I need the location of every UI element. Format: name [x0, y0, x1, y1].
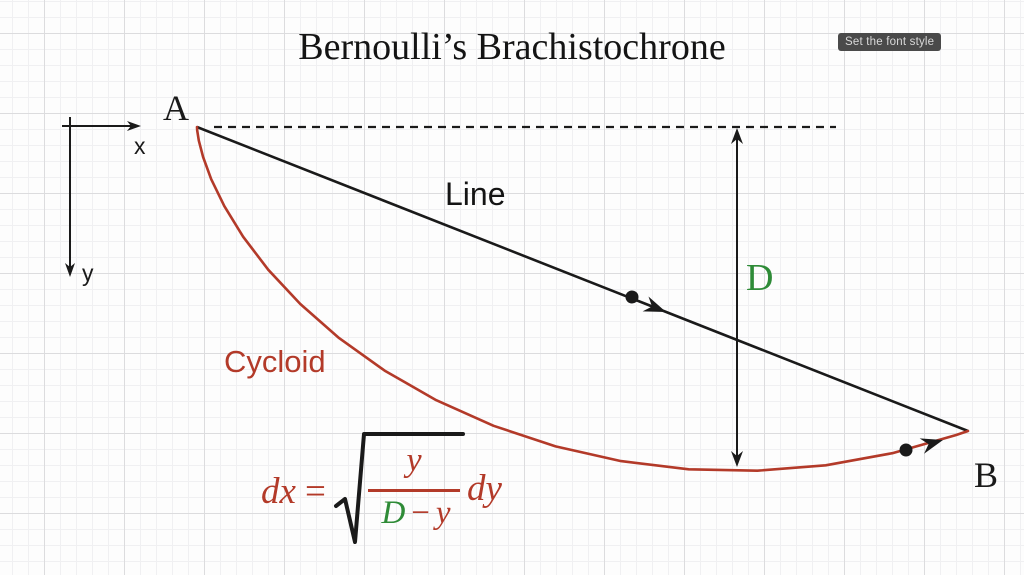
formula-den-y: y	[435, 495, 451, 531]
formula-equals: =	[304, 471, 326, 512]
formula-dx: dx	[261, 471, 296, 512]
depth-arrowhead-up	[731, 128, 743, 144]
formula-numerator: y	[406, 442, 422, 479]
line-direction-arrowhead	[642, 296, 666, 312]
formula-fraction-bar	[368, 489, 460, 492]
depth-arrowhead-down	[731, 451, 743, 467]
line-label: Line	[445, 176, 506, 212]
x-axis-label: x	[134, 133, 146, 159]
formula-denominator: D − y	[366, 495, 466, 532]
line-particle-dot	[625, 290, 639, 304]
x-axis-arrowhead	[127, 121, 141, 131]
radical-sign	[334, 432, 465, 544]
cycloid-direction-arrowhead	[919, 438, 943, 454]
font-style-tooltip: Set the font style	[838, 33, 942, 51]
cycloid-label: Cycloid	[224, 344, 326, 379]
cycloid-curve-path	[195, 125, 970, 472]
y-axis-arrowhead	[65, 263, 75, 277]
straight-line-path	[196, 125, 969, 433]
formula-den-minus: −	[411, 495, 430, 531]
formula-rhs: dy	[467, 468, 502, 509]
formula-den-d: D	[381, 495, 406, 531]
formula-lhs: dx=	[261, 470, 326, 513]
point-a-label: A	[163, 88, 189, 128]
cycloid-particle-dot	[899, 443, 913, 457]
depth-d-label: D	[746, 257, 774, 299]
point-b-label: B	[974, 455, 999, 495]
page-title: Bernoulli’s Brachistochrone	[298, 26, 726, 68]
y-axis-label: y	[82, 260, 94, 286]
